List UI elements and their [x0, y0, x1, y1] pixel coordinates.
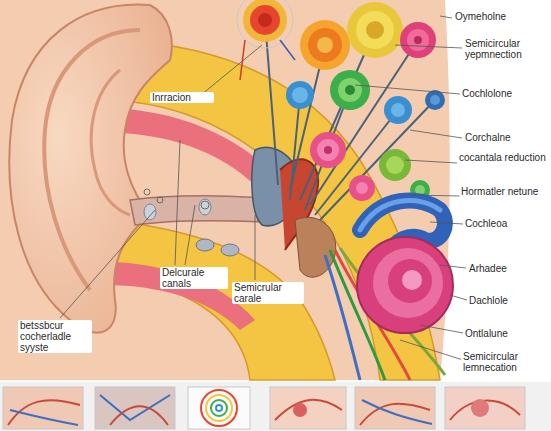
part-label: Corchalne [463, 132, 549, 143]
part-label: Delcurale canals [160, 267, 228, 289]
part-label: Cochleoa [463, 218, 549, 229]
part-label: Semicircular yepmnection [463, 38, 549, 60]
part-label: Inrracion [150, 92, 214, 103]
part-label: cocantala reduction [457, 152, 549, 163]
part-label: Hormatler netune [459, 186, 549, 197]
part-label: Dachlole [467, 295, 549, 306]
part-label: Arhadee [467, 263, 549, 274]
part-label: Semicircular lemnecation [461, 351, 549, 373]
part-label: Semicrular carale [232, 282, 304, 304]
part-label: betssbcur cocherladle syyste [18, 320, 92, 353]
part-label: Cochlolone [460, 88, 549, 99]
part-label: Ontlalune [463, 328, 549, 339]
part-label: Oymeholne [453, 11, 547, 22]
